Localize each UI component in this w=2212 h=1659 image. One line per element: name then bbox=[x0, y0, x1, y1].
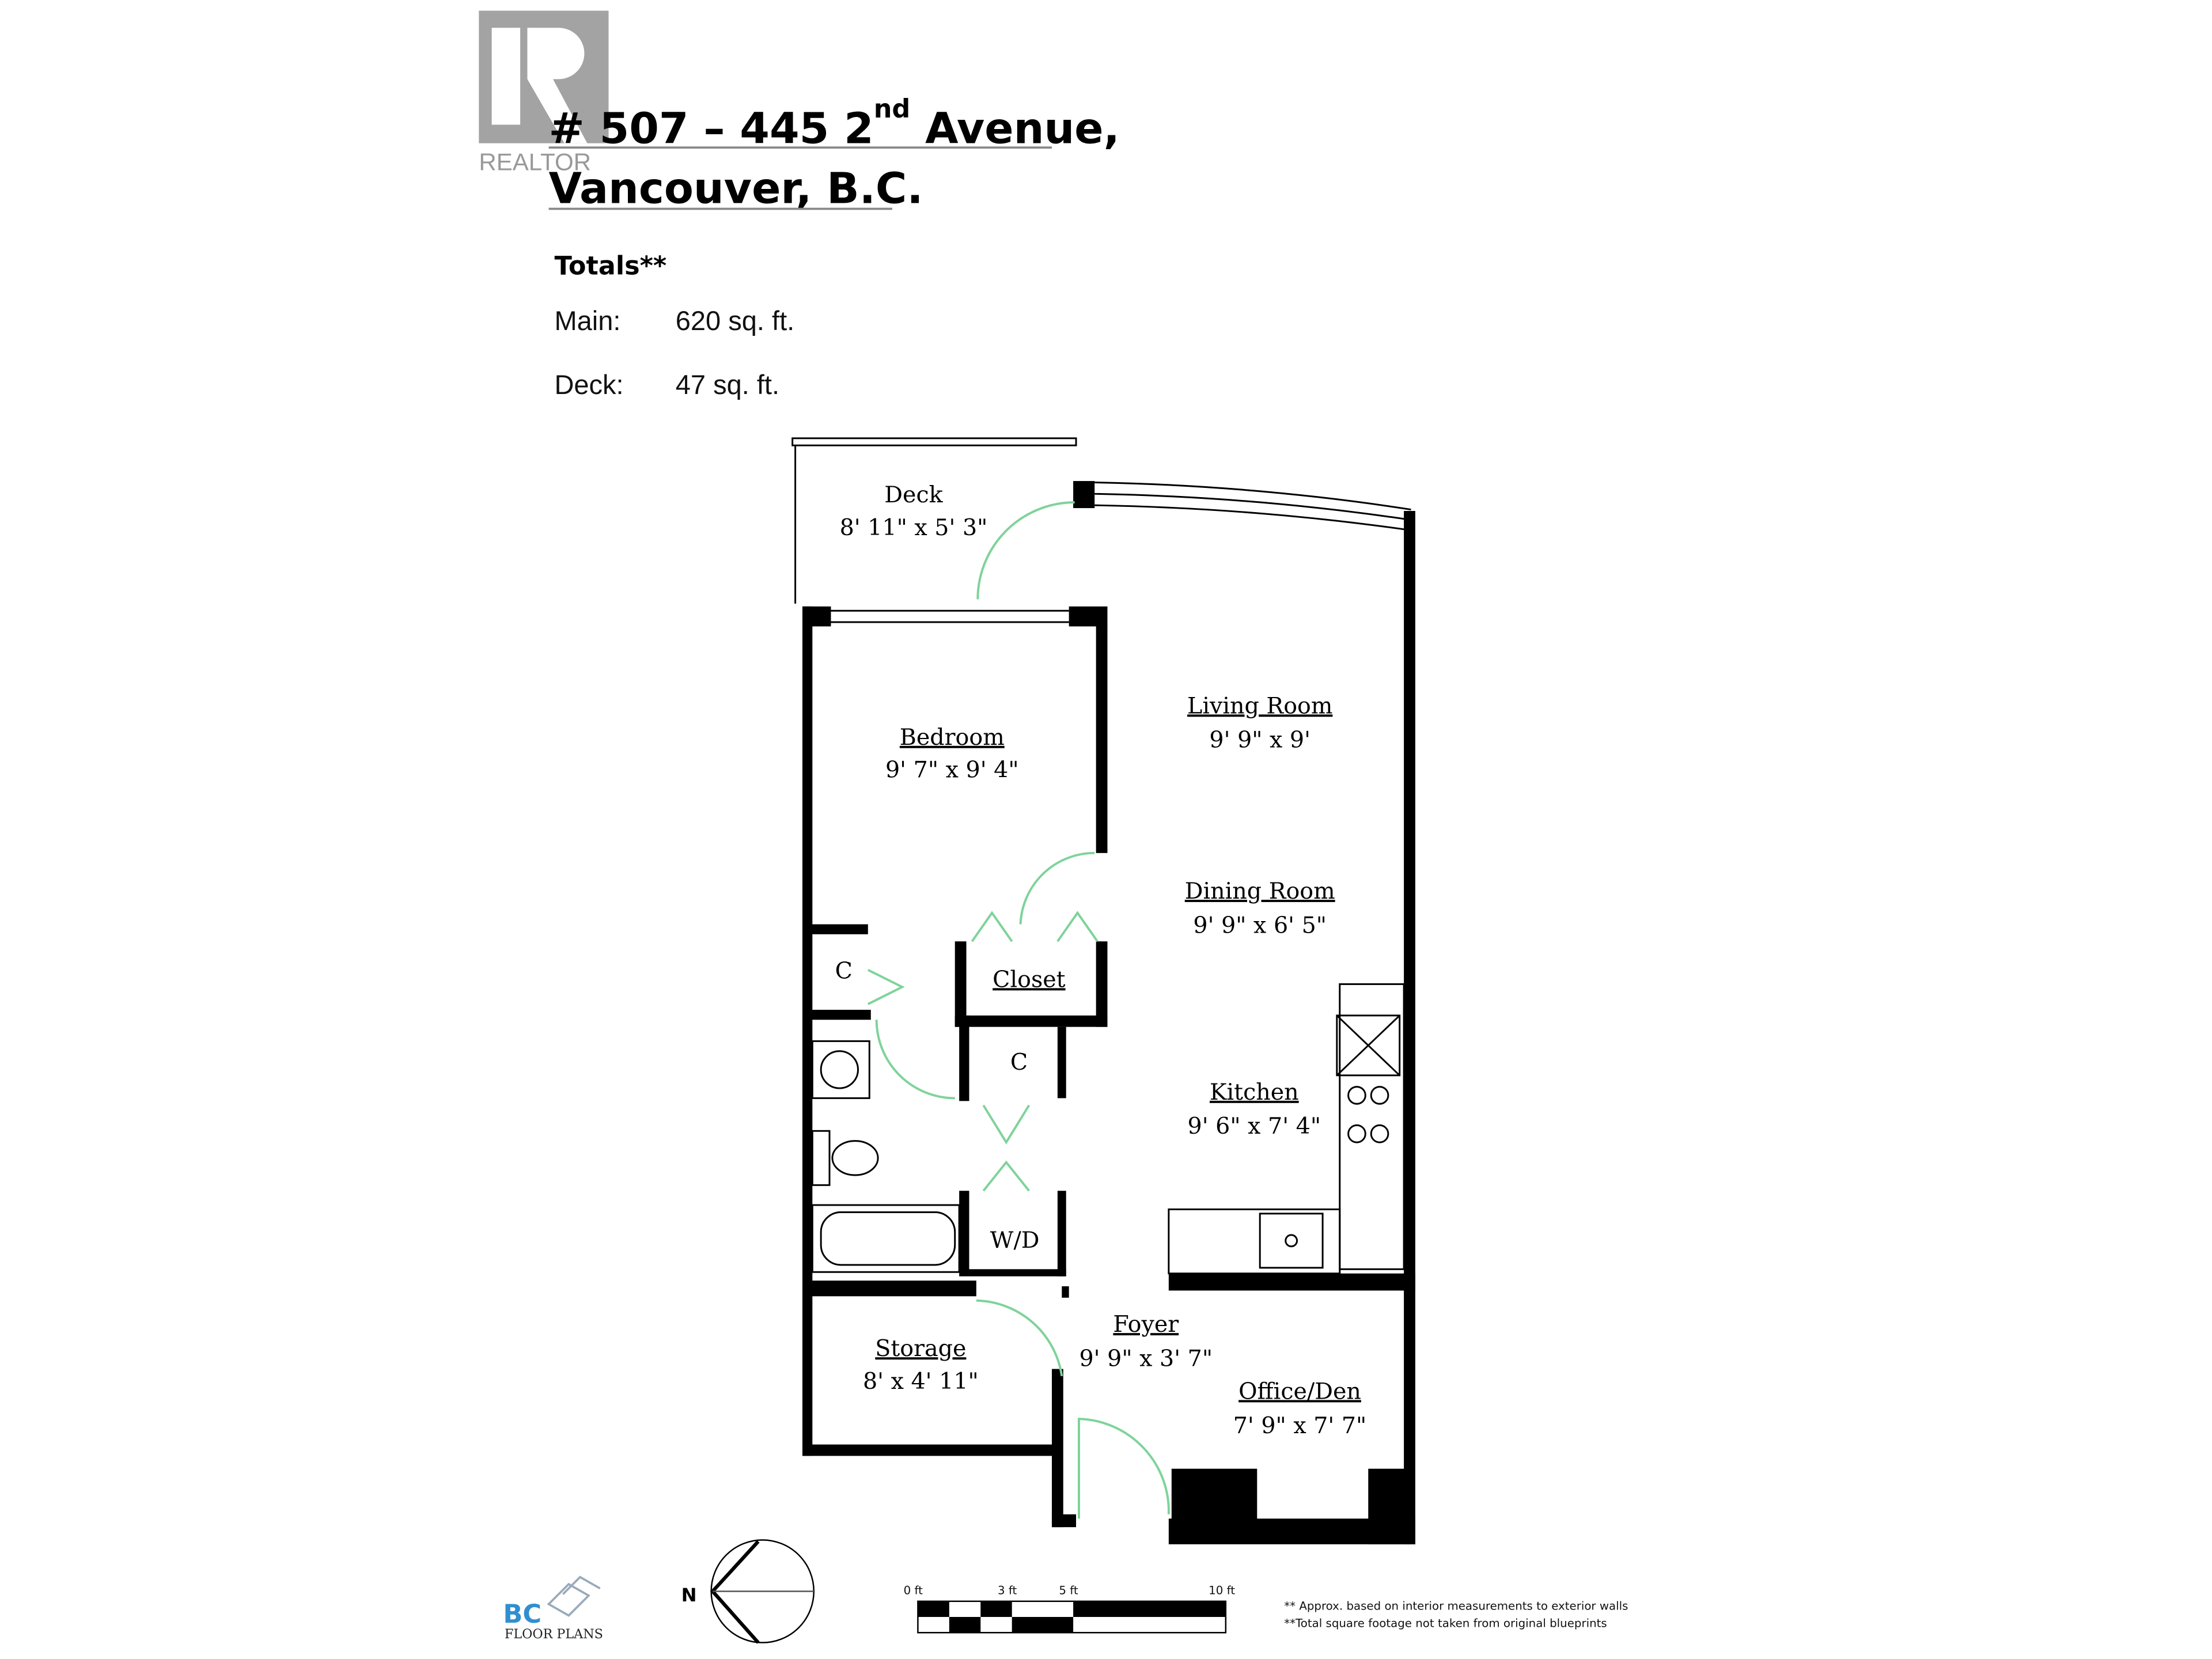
deck-value: 47 sq. ft. bbox=[676, 369, 779, 400]
svg-text:5 ft: 5 ft bbox=[1059, 1584, 1078, 1597]
scale-bar: 0 ft 3 ft 5 ft 10 ft bbox=[904, 1584, 1235, 1634]
svg-text:FLOOR PLANS: FLOOR PLANS bbox=[505, 1627, 603, 1642]
svg-text:Living Room: Living Room bbox=[1187, 692, 1332, 719]
room-kitchen: Kitchen 9' 6" x 7' 4" bbox=[1188, 1079, 1321, 1139]
north-label: N bbox=[681, 1584, 697, 1606]
footnote-approx: ** Approx. based on interior measurement… bbox=[1284, 1600, 1628, 1613]
washer-dryer-label: W/D bbox=[990, 1227, 1040, 1253]
svg-text:Kitchen: Kitchen bbox=[1210, 1079, 1299, 1105]
footnote-blueprints: **Total square footage not taken from or… bbox=[1284, 1616, 1607, 1630]
svg-text:9' 6" x 7' 4": 9' 6" x 7' 4" bbox=[1188, 1113, 1321, 1139]
svg-text:Storage: Storage bbox=[875, 1335, 966, 1362]
totals-heading: Totals** bbox=[554, 251, 666, 281]
main-value: 620 sq. ft. bbox=[676, 305, 794, 336]
realtor-logo-text: REALTOR bbox=[479, 149, 591, 176]
closet-c1-label: C bbox=[835, 958, 853, 984]
room-foyer: Foyer 9' 9" x 3' 7" bbox=[1080, 1311, 1213, 1372]
svg-text:9' 7" x 9' 4": 9' 7" x 9' 4" bbox=[885, 757, 1019, 783]
realtor-logo: REALTOR bbox=[479, 10, 609, 176]
svg-text:Office/Den: Office/Den bbox=[1238, 1378, 1361, 1404]
address-line1: # 507 – 445 2nd Avenue, bbox=[549, 94, 1120, 154]
room-storage: Storage 8' x 4' 11" bbox=[863, 1335, 979, 1395]
room-office-den: Office/Den 7' 9" x 7' 7" bbox=[1233, 1378, 1367, 1438]
main-label: Main: bbox=[554, 305, 620, 336]
svg-text:8' 11" x 5' 3": 8' 11" x 5' 3" bbox=[840, 514, 988, 541]
closet-label: Closet bbox=[993, 966, 1066, 993]
door-swings bbox=[867, 501, 1170, 1519]
svg-text:Deck: Deck bbox=[884, 482, 943, 508]
svg-text:8' x 4' 11": 8' x 4' 11" bbox=[863, 1368, 979, 1395]
room-bedroom: Bedroom 9' 7" x 9' 4" bbox=[885, 724, 1019, 783]
room-living-room: Living Room 9' 9" x 9' bbox=[1187, 692, 1332, 753]
svg-text:10 ft: 10 ft bbox=[1209, 1584, 1235, 1597]
svg-text:Dining Room: Dining Room bbox=[1185, 878, 1335, 904]
closet-c2-label: C bbox=[1010, 1049, 1028, 1075]
svg-text:Bedroom: Bedroom bbox=[900, 724, 1005, 751]
svg-text:3 ft: 3 ft bbox=[998, 1584, 1017, 1597]
walls bbox=[791, 437, 1415, 1544]
svg-text:0 ft: 0 ft bbox=[904, 1584, 923, 1597]
svg-text:9' 9" x 3' 7": 9' 9" x 3' 7" bbox=[1080, 1346, 1213, 1372]
svg-text:BC: BC bbox=[503, 1599, 541, 1629]
address-line2: Vancouver, B.C. bbox=[549, 164, 923, 214]
deck-label: Deck: bbox=[554, 369, 623, 400]
bc-floor-plans-logo: BC FLOOR PLANS bbox=[503, 1575, 603, 1642]
svg-text:Foyer: Foyer bbox=[1113, 1311, 1179, 1338]
svg-text:7' 9" x 7' 7": 7' 9" x 7' 7" bbox=[1233, 1412, 1367, 1439]
svg-text:9' 9" x 6' 5": 9' 9" x 6' 5" bbox=[1193, 912, 1327, 938]
room-deck: Deck 8' 11" x 5' 3" bbox=[840, 482, 988, 541]
room-dining-room: Dining Room 9' 9" x 6' 5" bbox=[1185, 878, 1335, 938]
svg-text:9' 9" x 9': 9' 9" x 9' bbox=[1209, 727, 1310, 753]
north-arrow: N bbox=[681, 1539, 815, 1644]
